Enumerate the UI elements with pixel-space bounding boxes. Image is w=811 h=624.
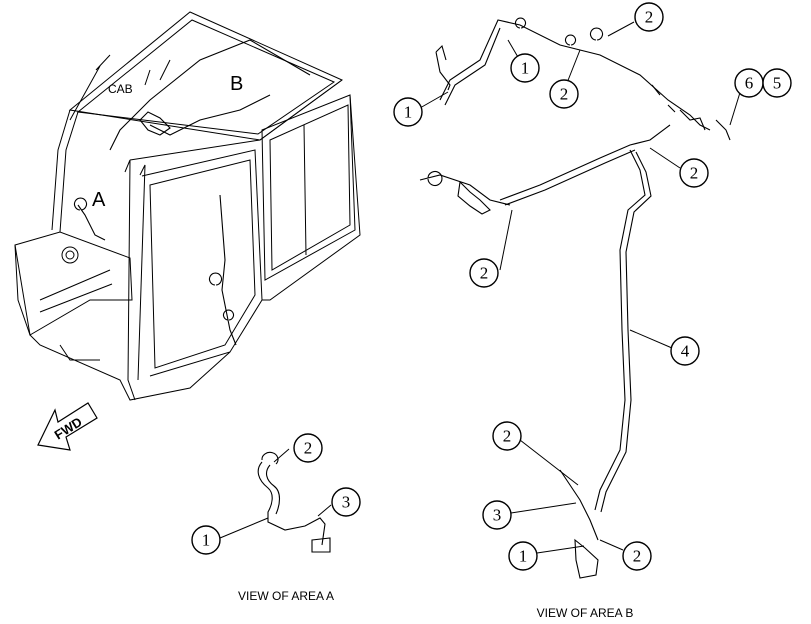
- callout-b-5: 5: [762, 68, 792, 98]
- svg-text:3: 3: [342, 493, 351, 512]
- callout-a-3: 3: [331, 487, 361, 517]
- svg-text:2: 2: [560, 85, 569, 104]
- callout-b-2-left: 2: [469, 258, 499, 288]
- callout-b-3: 3: [482, 500, 512, 530]
- callout-b-2-right: 2: [679, 158, 709, 188]
- callout-a-1: 1: [191, 525, 221, 555]
- view-b-caption: VIEW OF AREA B: [537, 606, 634, 620]
- svg-text:5: 5: [773, 74, 782, 93]
- callout-b-6: 6: [734, 68, 764, 98]
- callout-b-4: 4: [670, 336, 700, 366]
- svg-text:2: 2: [304, 439, 313, 458]
- svg-text:2: 2: [690, 164, 699, 183]
- svg-text:2: 2: [633, 547, 642, 566]
- svg-text:3: 3: [493, 506, 502, 525]
- svg-text:2: 2: [480, 264, 489, 283]
- callout-b-2-upper: 2: [549, 79, 579, 109]
- fwd-arrow-icon: [37, 402, 98, 451]
- callout-b-2-bottom: 2: [622, 541, 652, 571]
- callout-b-1-top: 1: [510, 53, 540, 83]
- svg-text:2: 2: [503, 427, 512, 446]
- svg-text:2: 2: [645, 8, 654, 27]
- callout-b-1-left: 1: [393, 97, 423, 127]
- svg-text:1: 1: [202, 531, 211, 550]
- area-a-letter: A: [92, 189, 106, 211]
- callout-a-2: 2: [293, 433, 323, 463]
- callout-b-2-lower: 2: [492, 421, 522, 451]
- svg-text:4: 4: [681, 342, 690, 361]
- view-b-harness: [419, 17, 731, 579]
- view-a-caption: VIEW OF AREA A: [238, 589, 334, 603]
- callout-b-2-top: 2: [634, 2, 664, 32]
- svg-text:6: 6: [745, 74, 754, 93]
- svg-text:1: 1: [519, 547, 528, 566]
- svg-text:1: 1: [404, 103, 413, 122]
- view-a-harness: [257, 451, 331, 553]
- svg-text:1: 1: [521, 59, 530, 78]
- callout-b-1-bottom: 1: [508, 541, 538, 571]
- cab-label: CAB: [108, 82, 133, 96]
- area-b-letter: B: [230, 73, 243, 95]
- cab-illustration: [14, 11, 361, 401]
